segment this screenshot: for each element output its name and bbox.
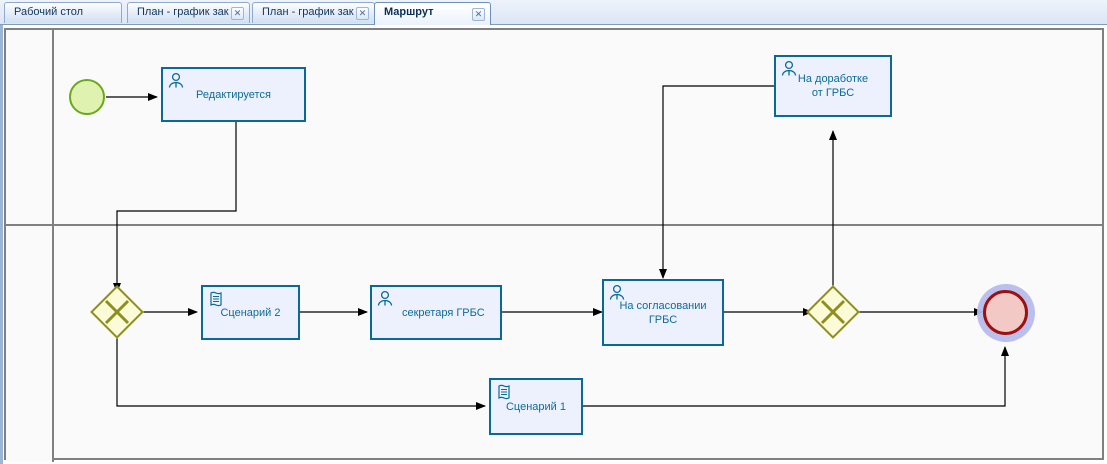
canvas-left-edge (0, 25, 3, 464)
close-icon[interactable]: ✕ (356, 7, 369, 20)
task-label: секретаря ГРБС (402, 306, 485, 319)
user-icon (377, 290, 393, 306)
script-icon (210, 291, 222, 307)
tab-plan-grafik-zak-1[interactable]: План - график зак ✕ (127, 2, 250, 23)
tab-bar: Рабочий стол План - график зак ✕ План - … (0, 0, 1107, 25)
tab-plan-grafik-zak-2[interactable]: План - график зак ✕ (252, 2, 375, 23)
close-icon[interactable]: ✕ (231, 7, 244, 20)
task-na-dorabotke-ot-grbs[interactable]: На доработке от ГРБС (774, 55, 892, 117)
task-label: Сценарий 1 (505, 400, 566, 413)
tab-label: План - график зак (137, 6, 229, 18)
tab-marshrut[interactable]: Маршрут ✕ (374, 2, 491, 25)
user-icon (609, 284, 625, 300)
user-icon (781, 60, 797, 76)
tab-label: План - график зак (262, 6, 354, 18)
lane-divider (6, 224, 1102, 226)
start-event[interactable] (69, 79, 105, 115)
edge-scenario1-to-end (583, 346, 1009, 407)
task-sekretarya-grbs[interactable]: секретаря ГРБС (370, 285, 502, 340)
lane-header-bottom (6, 226, 54, 462)
task-label: На доработке от ГРБС (797, 73, 869, 99)
task-label: Редактируется (196, 88, 271, 101)
task-na-soglasovanii-grbs[interactable]: На согласовании ГРБС (602, 279, 724, 346)
tab-label: Маршрут (384, 6, 434, 18)
edge-rework-to-approval (659, 85, 774, 279)
tab-rabochiy-stol[interactable]: Рабочий стол (4, 2, 122, 23)
user-icon (168, 72, 184, 88)
task-label: Сценарий 2 (220, 306, 281, 319)
task-scenario-2[interactable]: Сценарий 2 (201, 285, 300, 340)
close-icon[interactable]: ✕ (472, 8, 485, 21)
edge-gateway1-to-scenario1 (116, 332, 486, 410)
task-redaktiruetsya[interactable]: Редактируется (161, 67, 306, 122)
edge-edit-to-gateway1 (113, 122, 237, 293)
lane-header-top (6, 30, 54, 224)
end-event[interactable] (983, 290, 1028, 335)
script-icon (498, 384, 510, 400)
diagram-canvas[interactable]: Редактируется Сценарий 2 секретаря ГРБС (0, 25, 1107, 464)
task-label: На согласовании ГРБС (619, 299, 707, 326)
task-scenario-1[interactable]: Сценарий 1 (489, 378, 583, 435)
connector-layer (106, 85, 1009, 410)
tab-label: Рабочий стол (14, 6, 84, 18)
